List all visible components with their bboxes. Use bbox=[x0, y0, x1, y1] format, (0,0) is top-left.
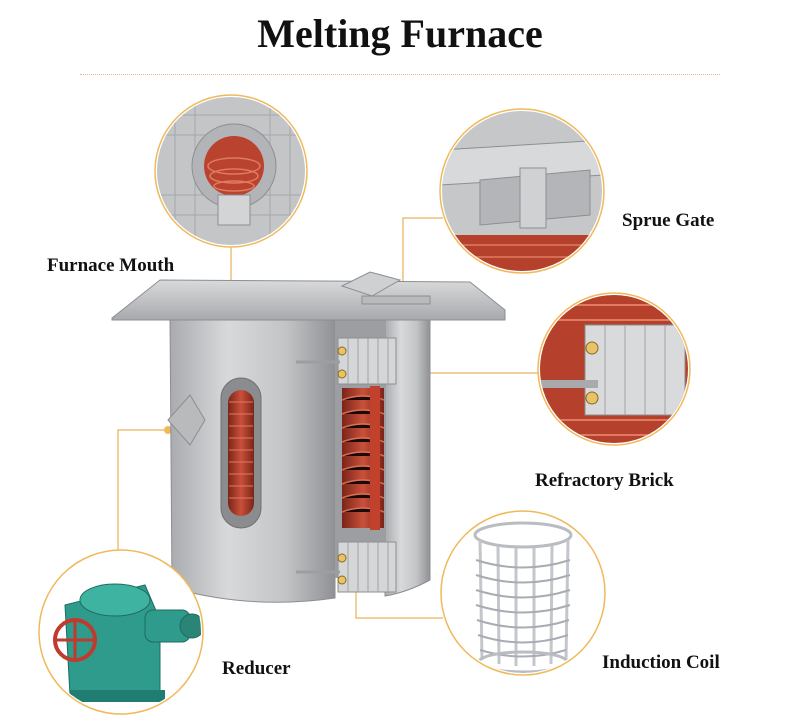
furnace-illustration bbox=[111, 271, 506, 603]
detail-refractory-brick bbox=[537, 292, 691, 446]
label-sprue-gate: Sprue Gate bbox=[622, 210, 715, 231]
brick-block-lower bbox=[337, 541, 397, 593]
label-induction-coil: Induction Coil bbox=[602, 652, 720, 673]
top-plate bbox=[111, 279, 506, 321]
detail-reducer bbox=[38, 549, 204, 715]
page-title: Melting Furnace bbox=[257, 11, 543, 56]
leader-reducer bbox=[117, 429, 168, 552]
title-divider bbox=[80, 74, 720, 75]
label-refractory-brick: Refractory Brick bbox=[535, 470, 674, 491]
label-furnace-mouth: Furnace Mouth bbox=[47, 255, 175, 276]
detail-induction-coil bbox=[440, 510, 606, 676]
leader-sprue-gate bbox=[402, 217, 443, 292]
spout bbox=[340, 271, 402, 297]
side-bracket bbox=[167, 394, 206, 446]
label-reducer: Reducer bbox=[222, 658, 291, 679]
furnace-body-right bbox=[384, 317, 431, 597]
detail-sprue-gate bbox=[439, 108, 605, 274]
detail-furnace-mouth bbox=[154, 94, 308, 248]
dot-reducer bbox=[164, 426, 172, 434]
brick-block-upper bbox=[337, 337, 397, 385]
